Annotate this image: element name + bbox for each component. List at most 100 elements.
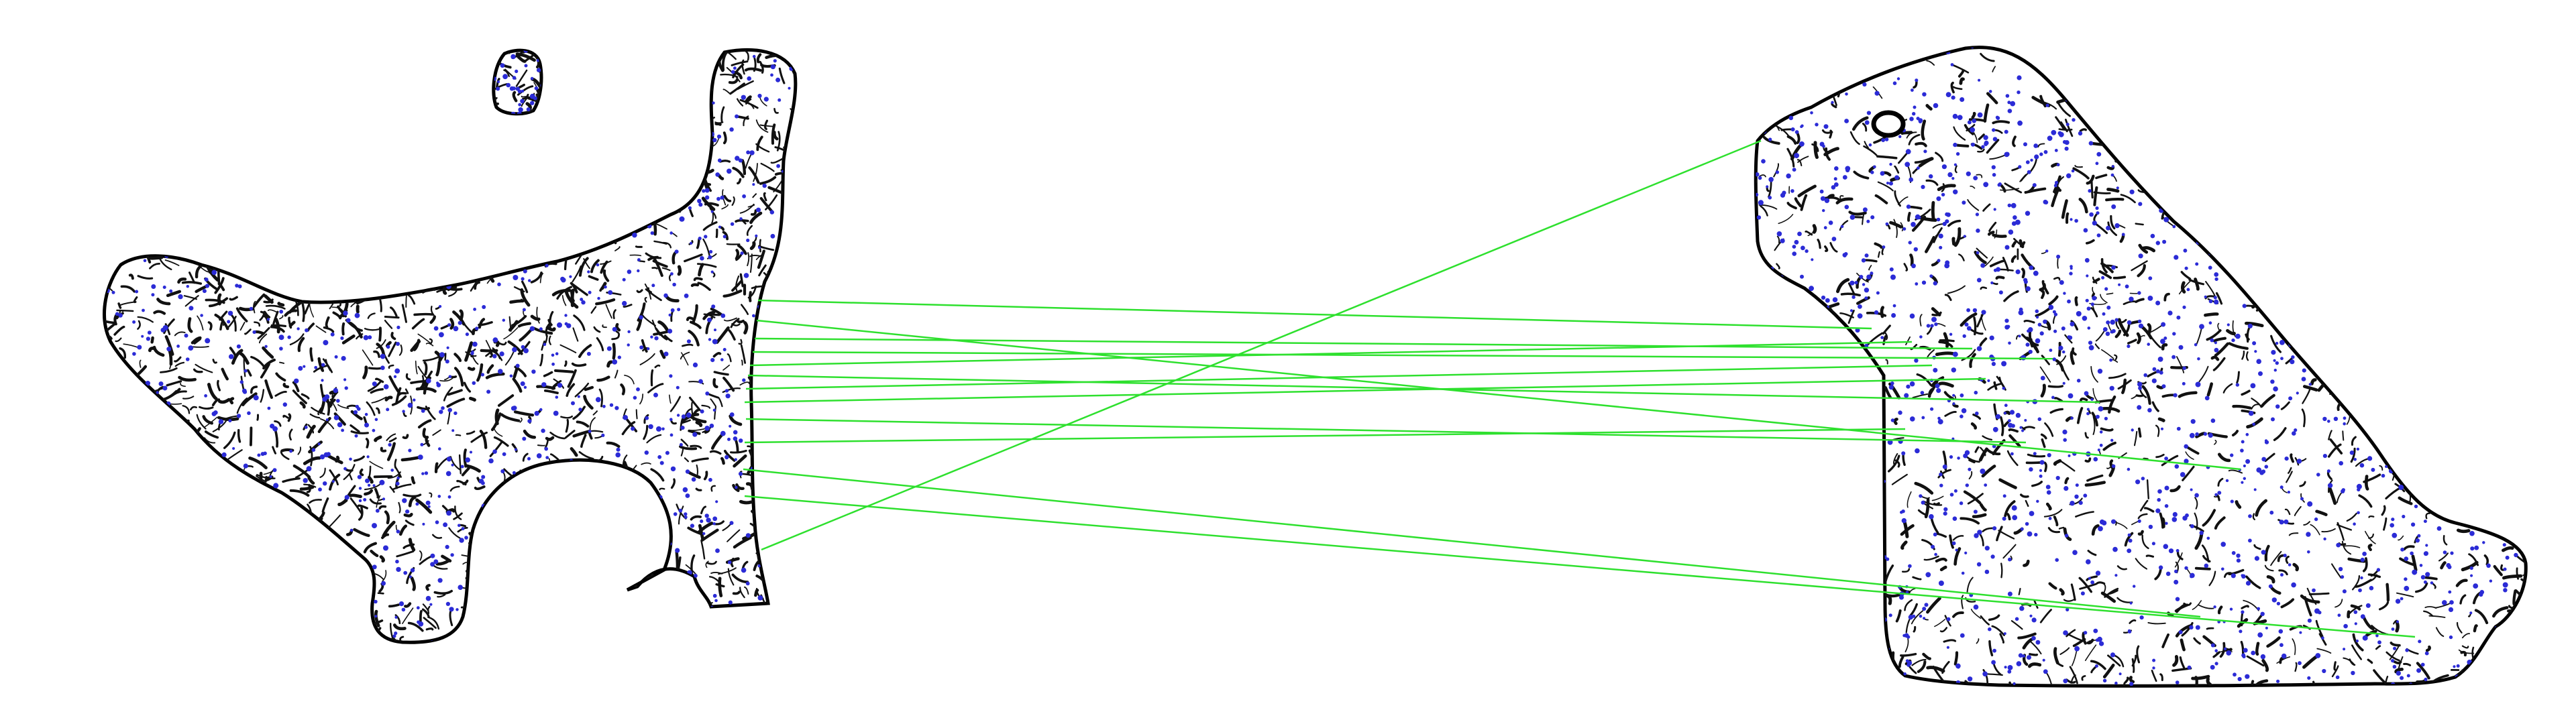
keypoint <box>650 335 653 339</box>
keypoint <box>514 448 517 451</box>
keypoint <box>465 457 470 463</box>
texture-stroke <box>536 306 540 324</box>
texture-stroke <box>747 204 755 208</box>
texture-stroke <box>403 512 413 518</box>
texture-stroke <box>272 446 277 455</box>
texture-stroke <box>596 337 604 351</box>
texture-stroke <box>196 262 209 273</box>
keypoint <box>679 442 683 446</box>
texture-stroke <box>2206 382 2213 397</box>
texture-stroke <box>677 265 682 276</box>
texture-stroke <box>644 297 647 303</box>
texture-stroke <box>465 464 481 473</box>
texture-stroke <box>479 430 488 449</box>
texture-stroke <box>650 468 665 482</box>
keypoint <box>648 424 653 430</box>
texture-stroke <box>389 486 395 493</box>
texture-stroke <box>160 367 178 373</box>
texture-stroke <box>572 265 582 283</box>
texture-stroke <box>749 254 764 257</box>
texture-stroke <box>1992 66 1996 72</box>
texture-stroke <box>747 376 753 385</box>
texture-stroke <box>1882 324 1891 335</box>
texture-stroke <box>1862 123 1868 132</box>
texture-stroke <box>2053 397 2063 402</box>
texture-stroke <box>749 211 763 225</box>
keypoint <box>232 447 235 450</box>
texture-stroke <box>1925 179 1939 186</box>
keypoint <box>323 340 329 346</box>
texture-stroke <box>727 529 741 542</box>
keypoint <box>587 270 590 274</box>
keypoint <box>670 466 676 472</box>
texture-stroke <box>650 369 654 387</box>
keypoint <box>418 621 424 627</box>
texture-stroke <box>407 621 424 632</box>
keypoint <box>202 289 207 294</box>
texture-stroke <box>2198 604 2214 609</box>
texture-stroke <box>2074 165 2083 168</box>
keypoint <box>425 595 431 601</box>
texture-stroke <box>2174 552 2183 568</box>
texture-stroke <box>2094 343 2100 349</box>
texture-stroke <box>380 446 387 452</box>
keypoint <box>257 453 261 457</box>
keypoint <box>653 392 658 398</box>
texture-stroke <box>417 419 432 429</box>
keypoint <box>522 436 527 441</box>
texture-stroke <box>378 505 387 510</box>
texture-stroke <box>1986 92 1998 105</box>
texture-stroke <box>1982 669 1989 686</box>
keypoint <box>735 485 738 489</box>
texture-stroke <box>690 444 702 449</box>
texture-stroke <box>379 555 385 563</box>
keypoint <box>673 512 678 516</box>
texture-stroke <box>700 528 719 542</box>
texture-stroke <box>309 446 313 467</box>
texture-stroke <box>2002 257 2009 272</box>
texture-stroke <box>335 455 340 463</box>
keypoint <box>325 418 329 422</box>
keypoint <box>636 387 640 391</box>
texture-stroke <box>2373 669 2386 684</box>
texture-stroke <box>229 296 238 301</box>
texture-stroke <box>758 264 767 277</box>
keypoint <box>758 246 761 249</box>
keypoint <box>704 235 708 239</box>
texture-stroke <box>267 309 278 313</box>
texture-stroke <box>410 340 421 352</box>
keypoint <box>204 278 209 282</box>
texture-stroke <box>358 506 364 521</box>
texture-stroke <box>759 60 764 74</box>
keypoint <box>252 330 256 335</box>
texture-stroke <box>726 51 737 60</box>
texture-stroke <box>776 131 781 152</box>
texture-stroke <box>217 379 221 391</box>
texture-stroke <box>250 385 258 394</box>
texture-stroke <box>164 335 174 356</box>
texture-stroke <box>196 414 207 430</box>
keypoint <box>395 481 400 486</box>
texture-stroke <box>307 476 315 485</box>
texture-stroke <box>2252 513 2255 520</box>
texture-stroke <box>651 319 661 336</box>
texture-stroke <box>392 623 407 631</box>
texture-stroke <box>443 386 453 402</box>
texture-stroke <box>178 375 197 382</box>
texture-stroke <box>537 444 545 446</box>
texture-stroke <box>2178 391 2198 398</box>
texture-stroke <box>2055 116 2065 130</box>
texture-stroke <box>317 407 322 416</box>
keypoint <box>405 509 410 514</box>
keypoint <box>669 433 674 437</box>
texture-stroke <box>1979 337 1988 347</box>
texture-stroke <box>521 97 529 107</box>
texture-stroke <box>739 499 753 505</box>
texture-stroke <box>661 241 672 249</box>
keypoint <box>239 380 244 384</box>
texture-stroke <box>2135 298 2145 303</box>
keypoint <box>698 379 703 384</box>
keypoint <box>665 450 669 455</box>
texture-stroke <box>2106 292 2114 295</box>
keypoint <box>700 409 704 414</box>
